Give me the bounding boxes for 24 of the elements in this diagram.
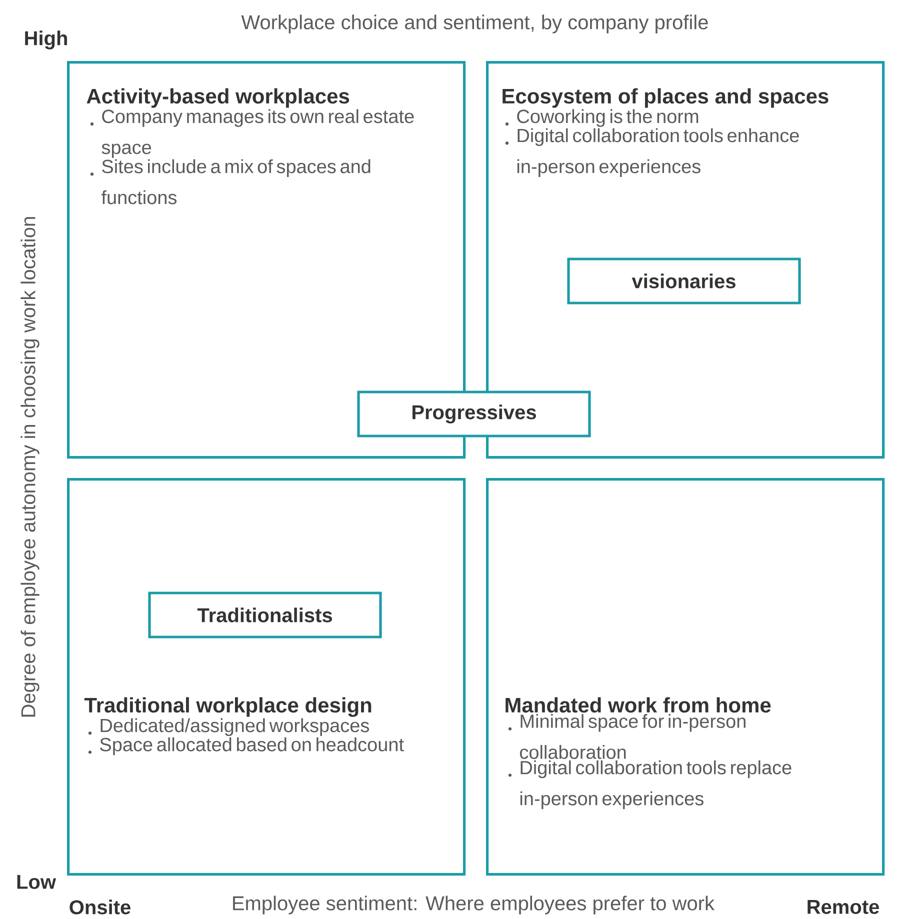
profile-label-box: visionaries bbox=[567, 258, 801, 304]
quadrant-heading: Activity-based workplaces bbox=[86, 88, 350, 108]
axis-end-label: Low bbox=[17, 875, 56, 889]
bullet-item: Space allocated based on headcount bbox=[100, 737, 404, 756]
bullet-item: Digital collaboration tools replace in-person experiences bbox=[520, 760, 792, 810]
quadrant-heading: Mandated work from home bbox=[506, 697, 771, 713]
profile-label-box: Traditionalists bbox=[148, 592, 382, 638]
profile-label-box: Progressives bbox=[357, 390, 591, 438]
bullet-item: Coworking is the norm bbox=[517, 109, 698, 127]
quadrant-heading: Traditional workplace design bbox=[84, 697, 372, 717]
bullet-item: Minimal space for in-person collaboration bbox=[520, 714, 746, 759]
axis-end-label: Remote bbox=[808, 900, 879, 914]
axis-title: Employee sentiment: Where employees prefer to work bbox=[233, 896, 715, 914]
axis-end-label: High bbox=[25, 30, 67, 50]
quadrant-heading: Ecosystem of places and spaces bbox=[502, 88, 828, 108]
bullet-item: Sites include a mix of spaces and functions bbox=[101, 159, 370, 204]
bullet-item: Company manages its own real estate space bbox=[102, 109, 414, 158]
bullet-item: Dedicated/assigned workspaces bbox=[100, 718, 369, 736]
quadrant-box bbox=[486, 478, 885, 876]
chart-title: Workplace choice and sentiment, by company profile bbox=[241, 14, 708, 34]
quadrant-box bbox=[67, 478, 466, 876]
axis-end-label: Onsite bbox=[70, 900, 130, 914]
axis-title: Degree of employee autonomy in choosing work location bbox=[20, 217, 40, 717]
bullet-item: Digital collaboration tools enhance in-person experiences bbox=[517, 128, 799, 177]
